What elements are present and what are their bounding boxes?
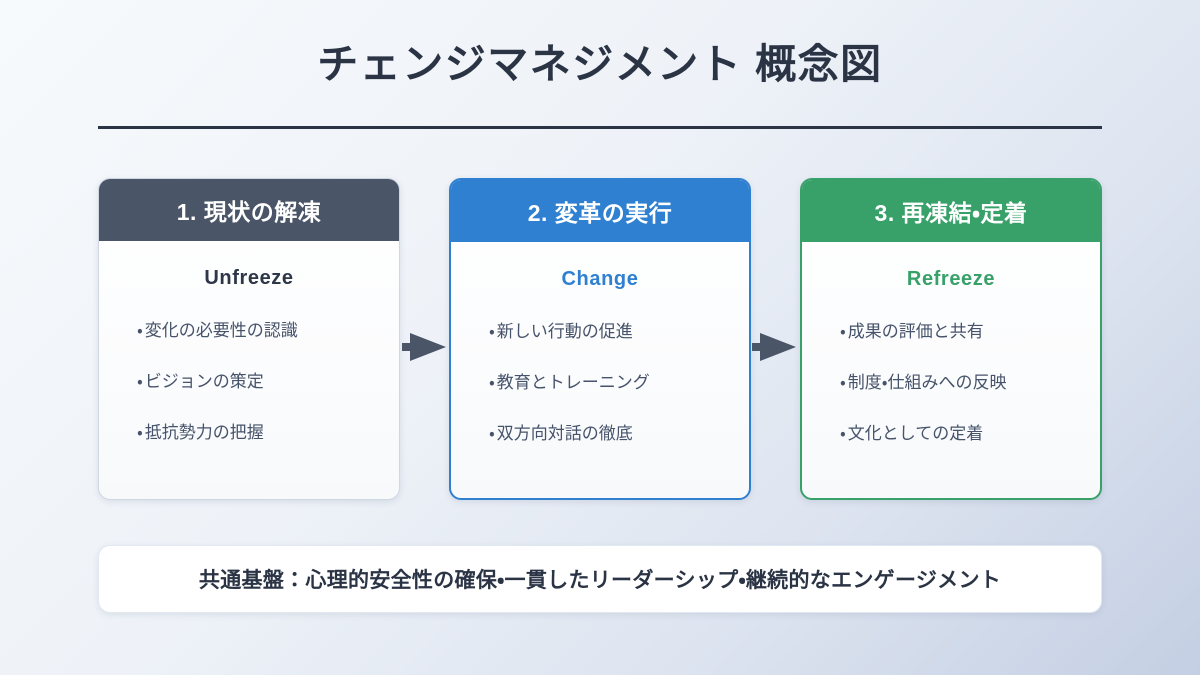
list-item-label: 成果の評価と共有 [847,322,984,341]
bullet-marker-icon: ・ [137,422,143,442]
list-item: ・双方向対話の徹底 [473,423,727,446]
bullet-marker-icon: ・ [137,321,143,340]
list-item: ・新しい行動の促進 [473,321,727,344]
title-divider [98,126,1102,129]
title-block: チェンジマネジメント 概念図 [98,40,1102,89]
common-foundation-banner: 共通基盤：心理的安全性の確保・一貫したリーダーシップ・継続的なエンゲージメント [98,545,1102,613]
bullet-marker-icon: ・ [840,423,846,443]
stage-card-header: 1. 現状の解凍 [99,179,399,241]
list-item-label: 抵抗勢力の把握 [144,422,264,442]
list-item: ・制度・仕組みへの反映 [824,372,1078,395]
list-item: ・抵抗勢力の把握 [121,422,377,445]
stage-heading-text: 1. 現状の解凍 [176,199,322,225]
stage-card-header: 2. 変革の実行 [451,180,749,242]
stage-card-body: Change ・新しい行動の促進 ・教育とトレーニング ・双方向対話の徹底 [451,242,749,446]
list-item: ・成果の評価と共有 [824,321,1078,344]
list-item-label: 変化の必要性の認識 [144,321,298,340]
list-item-label: 新しい行動の促進 [496,322,633,341]
bullet-marker-icon: ・ [489,423,495,443]
stage-card-header: 3. 再凍結・定着 [802,180,1100,242]
page-title: チェンジマネジメント 概念図 [317,41,883,87]
arrow-right-icon [402,330,446,364]
stage-card-change[interactable]: 2. 変革の実行 Change ・新しい行動の促進 ・教育とトレーニング ・双方… [449,178,751,500]
stage-card-refreeze[interactable]: 3. 再凍結・定着 Refreeze ・成果の評価と共有 ・制度・仕組みへの反映… [800,178,1102,500]
stage-subtitle: Unfreeze [204,267,294,289]
stage-bullet-list: ・変化の必要性の認識 ・ビジョンの策定 ・抵抗勢力の把握 [121,320,377,445]
stage-card-unfreeze[interactable]: 1. 現状の解凍 Unfreeze ・変化の必要性の認識 ・ビジョンの策定 ・抵… [98,178,400,500]
stage-subtitle: Refreeze [906,268,996,290]
stage-card-row: 1. 現状の解凍 Unfreeze ・変化の必要性の認識 ・ビジョンの策定 ・抵… [98,178,1102,500]
list-item-label: ビジョンの策定 [144,371,264,391]
bullet-marker-icon: ・ [489,322,495,341]
stage-heading-text: 2. 変革の実行 [527,200,673,226]
stage-heading-text: 3. 再凍結・定着 [874,200,1028,226]
bullet-marker-icon: ・ [840,372,846,392]
stage-subtitle: Change [561,268,639,290]
bullet-marker-icon: ・ [840,322,846,341]
stage-bullet-list: ・成果の評価と共有 ・制度・仕組みへの反映 ・文化としての定着 [824,321,1078,446]
stage-card-body: Refreeze ・成果の評価と共有 ・制度・仕組みへの反映 ・文化としての定着 [802,242,1100,446]
arrow-right-icon [752,330,796,364]
list-item: ・ビジョンの策定 [121,371,377,394]
stage-card-body: Unfreeze ・変化の必要性の認識 ・ビジョンの策定 ・抵抗勢力の把握 [99,241,399,445]
list-item-label: 教育とトレーニング [496,372,650,392]
list-item-label: 双方向対話の徹底 [496,423,633,443]
bullet-marker-icon: ・ [137,371,143,391]
bullet-marker-icon: ・ [489,372,495,392]
stage-bullet-list: ・新しい行動の促進 ・教育とトレーニング ・双方向対話の徹底 [473,321,727,446]
list-item: ・変化の必要性の認識 [121,320,377,343]
list-item-label: 文化としての定着 [847,423,984,443]
list-item: ・文化としての定着 [824,423,1078,446]
list-item: ・教育とトレーニング [473,372,727,395]
common-foundation-text: 共通基盤：心理的安全性の確保・一貫したリーダーシップ・継続的なエンゲージメント [198,569,1002,592]
list-item-label: 制度・仕組みへの反映 [847,372,1007,392]
